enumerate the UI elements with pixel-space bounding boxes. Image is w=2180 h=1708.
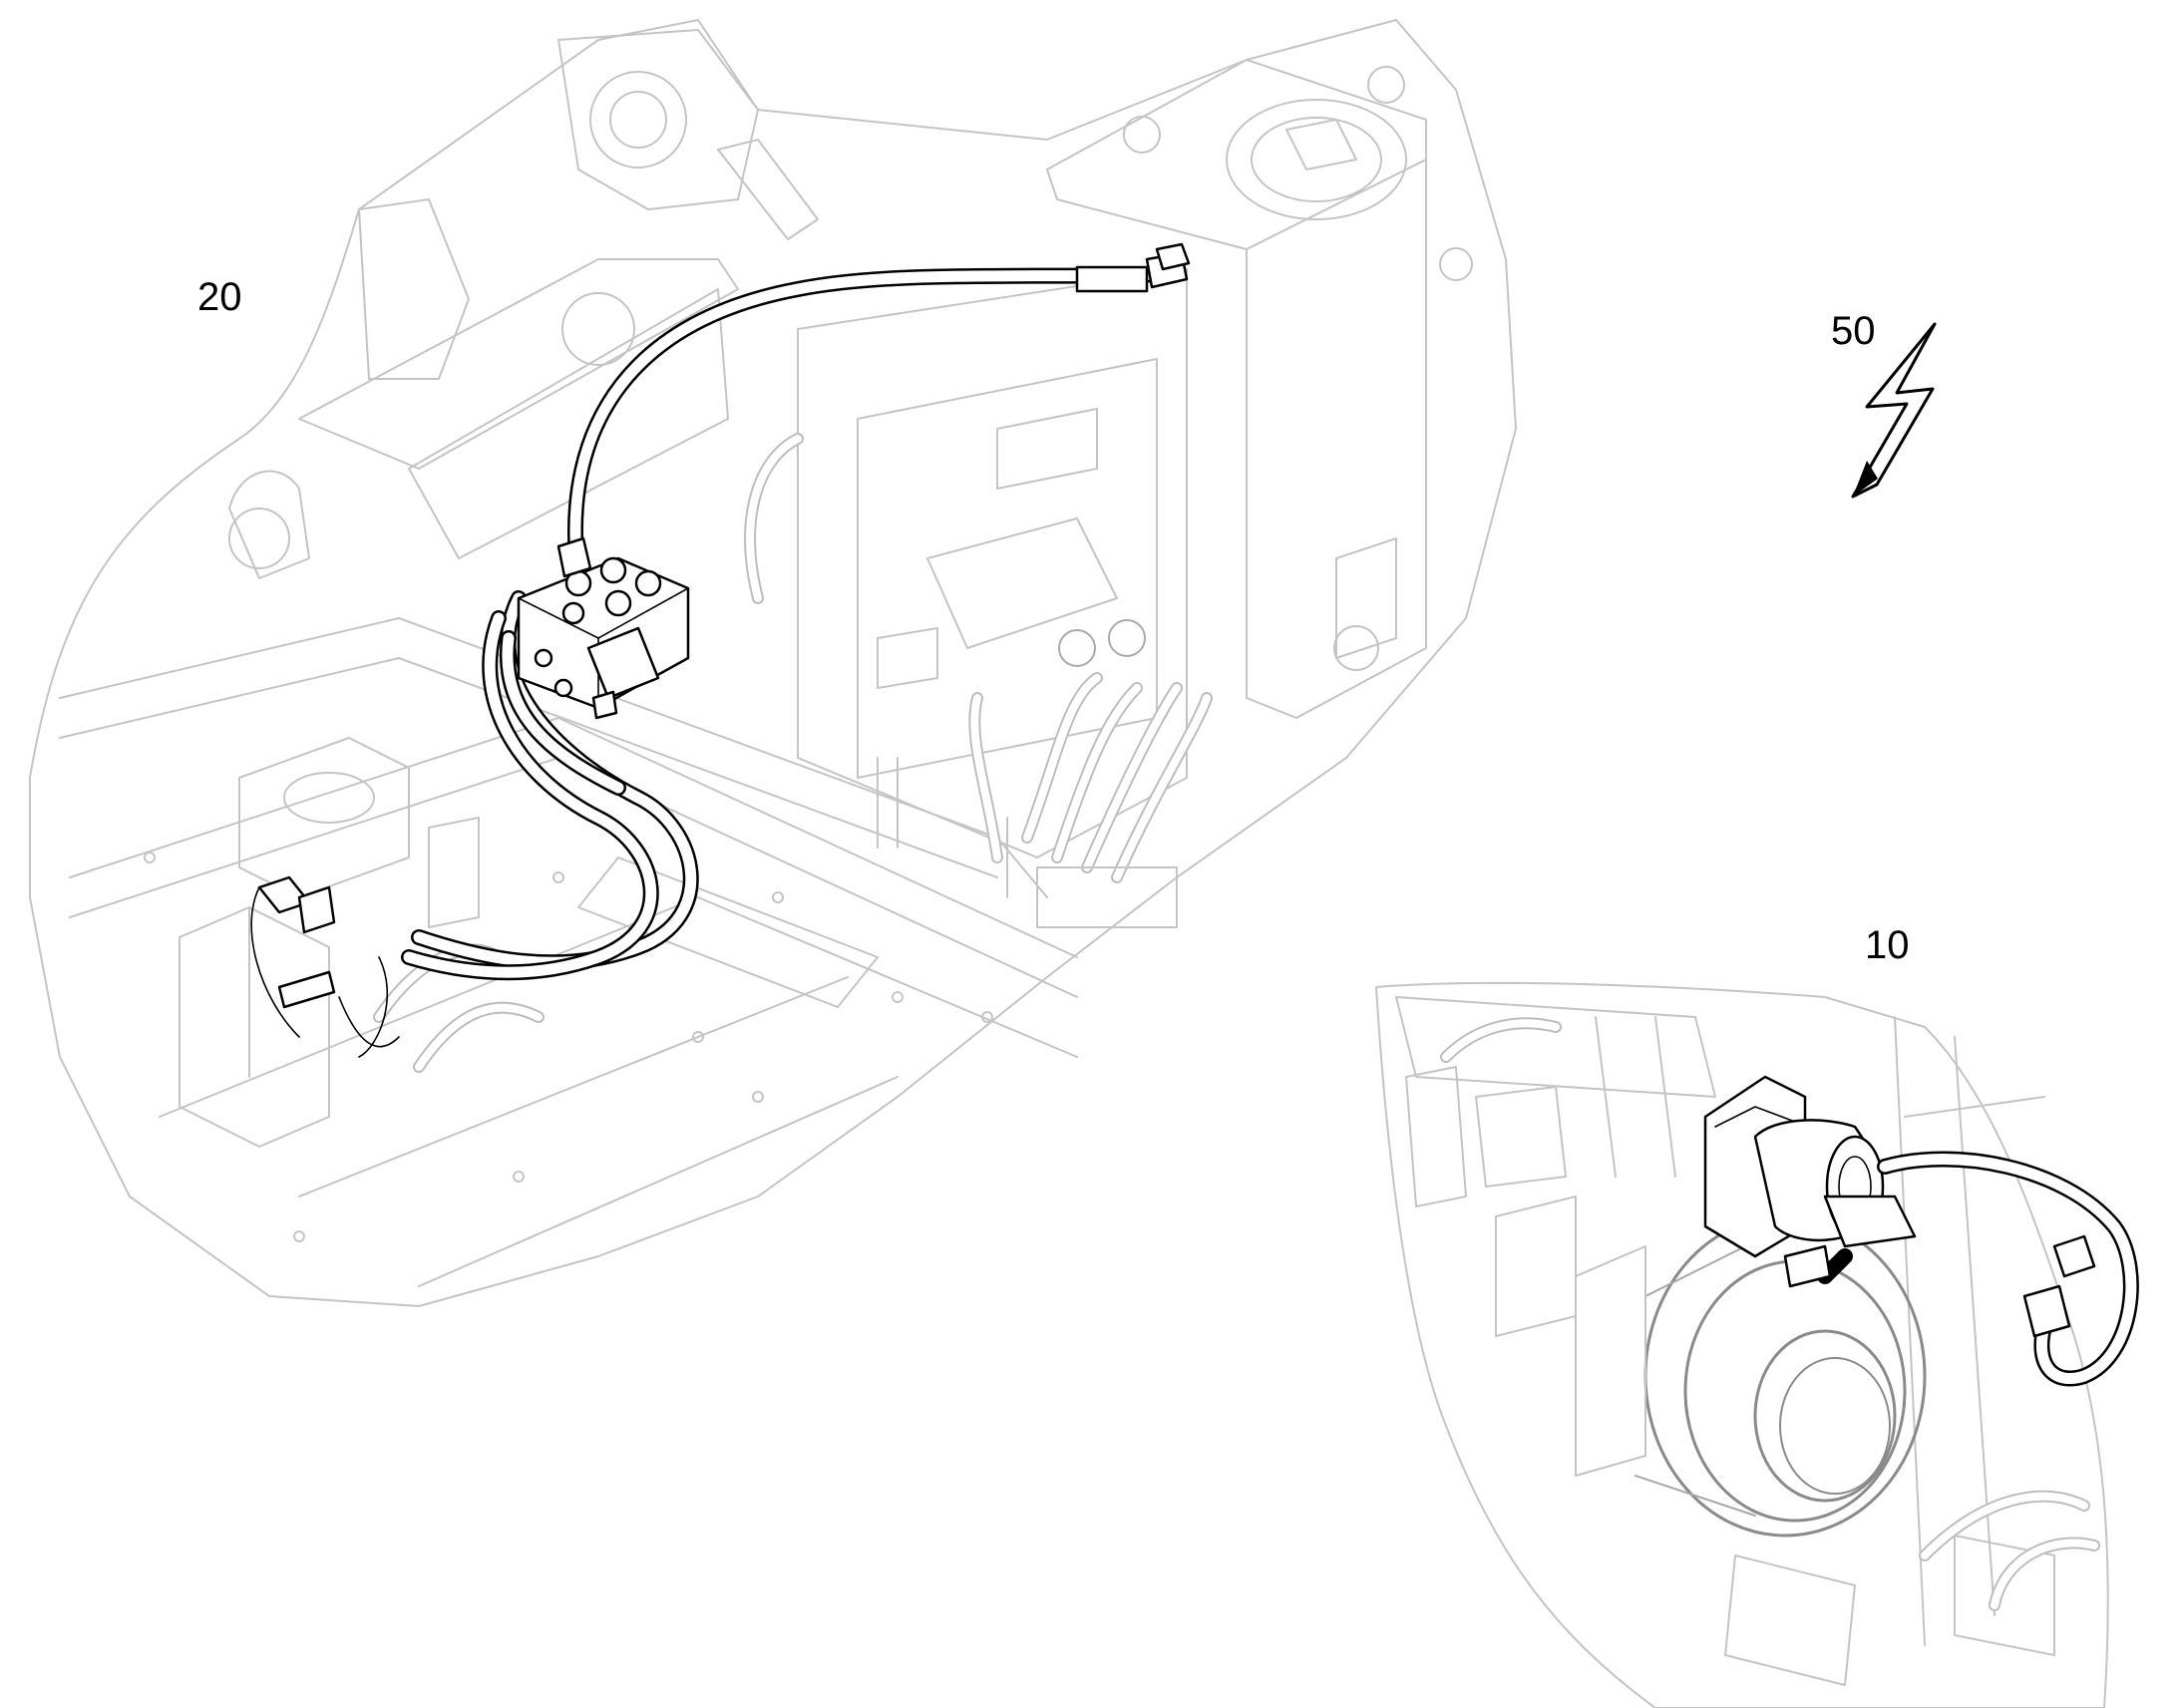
highlighted-gear-pump xyxy=(1703,1075,2139,1387)
callout-50: 50 xyxy=(1831,309,1876,353)
lightning-bolt-icon xyxy=(1851,322,1937,499)
callout-10: 10 xyxy=(1865,923,1910,967)
detail-view-engine-pump xyxy=(1375,981,2109,1708)
highlighted-pilot-hose-circuit xyxy=(250,242,1191,1058)
callout-20: 20 xyxy=(197,275,242,319)
main-view-machine-frame xyxy=(29,19,1517,1307)
